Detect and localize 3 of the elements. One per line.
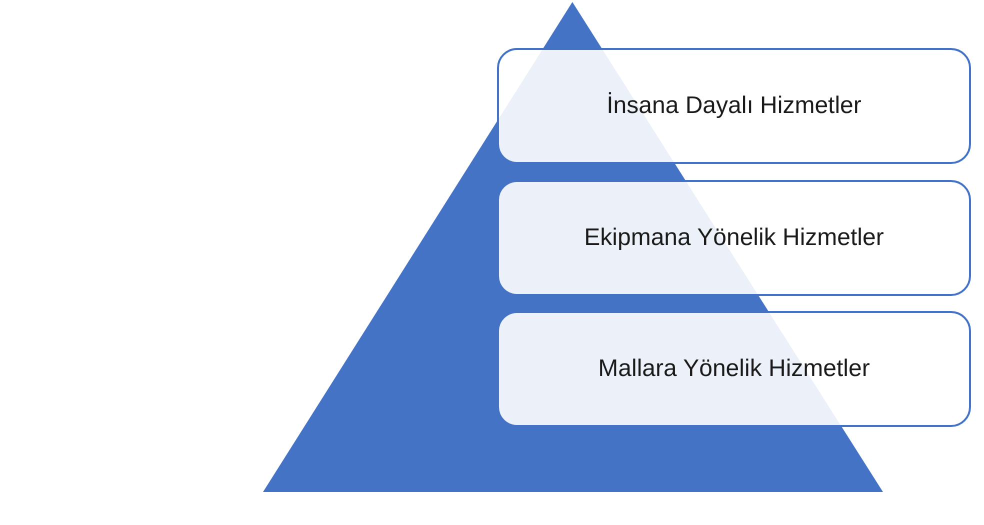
- tier-box: İnsana Dayalı Hizmetler: [497, 48, 971, 164]
- tier-box: Ekipmana Yönelik Hizmetler: [497, 180, 971, 296]
- tier-box: Mallara Yönelik Hizmetler: [497, 311, 971, 427]
